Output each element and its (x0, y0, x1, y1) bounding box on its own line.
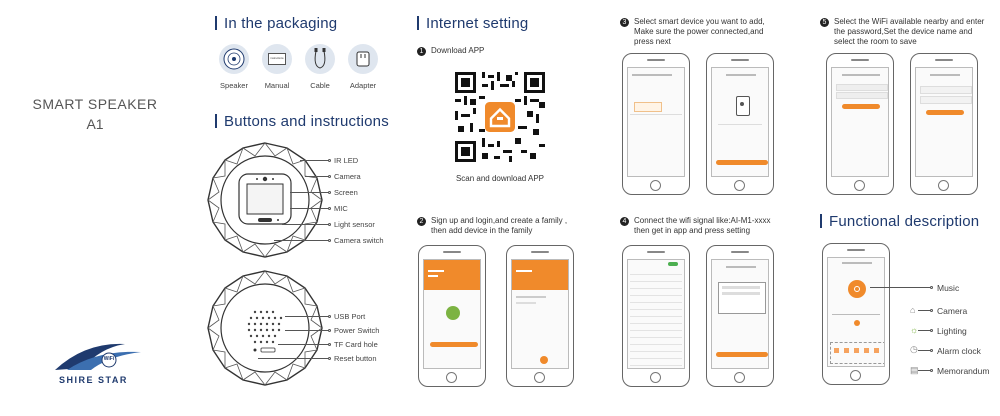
packaging-title: In the packaging (215, 15, 337, 32)
cable-icon (305, 44, 335, 74)
adapter-icon (348, 44, 378, 74)
packaging-label-cable: Cable (310, 81, 330, 90)
packaging-label-speaker: Speaker (220, 81, 248, 90)
alarm-clock-icon: ◷ (910, 344, 918, 354)
phone-step3-right (706, 53, 774, 195)
product-model: A1 (86, 116, 104, 132)
logo-badge: WiFi (103, 356, 115, 362)
phone-functional (822, 243, 890, 385)
logo-swoosh-icon (55, 343, 141, 370)
label-camera: Camera (334, 172, 361, 181)
func-label-alarm-clock: Alarm clock (937, 346, 981, 356)
packaging-label-manual: Manual (264, 81, 290, 90)
product-name: SMART SPEAKER (32, 96, 158, 112)
memorandum-icon: ▤ (910, 365, 919, 375)
phone-step5-left (826, 53, 894, 195)
label-ir-led: IR LED (334, 156, 359, 165)
phone-step2-left (418, 245, 486, 387)
func-label-memorandum: Memorandum (937, 366, 990, 376)
packaging-items: instructions Speaker Manual Cable Adapte… (215, 44, 385, 94)
label-power-switch: Power Switch (334, 326, 380, 335)
phone-step5-right (910, 53, 978, 195)
qr-code (455, 72, 545, 162)
func-label-music: Music (937, 283, 960, 293)
label-tf-card-hole: TF Card hole (334, 340, 378, 349)
logo-text: SHIRE STAR (59, 375, 128, 385)
speaker-front-diagram (207, 142, 323, 258)
speaker-icon (219, 44, 249, 74)
func-label-lighting: Lighting (937, 326, 967, 336)
internet-title: Internet setting (417, 15, 528, 32)
func-label-camera: Camera (937, 306, 968, 316)
speaker-back-diagram (207, 270, 323, 386)
label-light-sensor: Light sensor (334, 220, 375, 229)
phone-step4-right (706, 245, 774, 387)
lighting-icon: ☼ (910, 325, 919, 335)
packaging-label-adapter: Adapter (349, 81, 377, 90)
buttons-title: Buttons and instructions (215, 113, 389, 130)
phone-step2-right (506, 245, 574, 387)
brand-logo: WiFi SHIRE STAR (45, 338, 155, 388)
label-screen: Screen (334, 188, 358, 197)
phone-step4-left (622, 245, 690, 387)
label-usb-port: USB Port (334, 312, 366, 321)
camera-icon: ⌂ (910, 305, 916, 315)
label-camera-switch: Camera switch (334, 236, 384, 245)
label-reset-button: Reset button (334, 354, 377, 363)
phone-step3-left (622, 53, 690, 195)
label-mic: MIC (334, 204, 348, 213)
functional-title: Functional description (820, 213, 979, 230)
qr-caption: Scan and download APP (455, 174, 545, 183)
manual-icon: instructions (262, 44, 292, 74)
